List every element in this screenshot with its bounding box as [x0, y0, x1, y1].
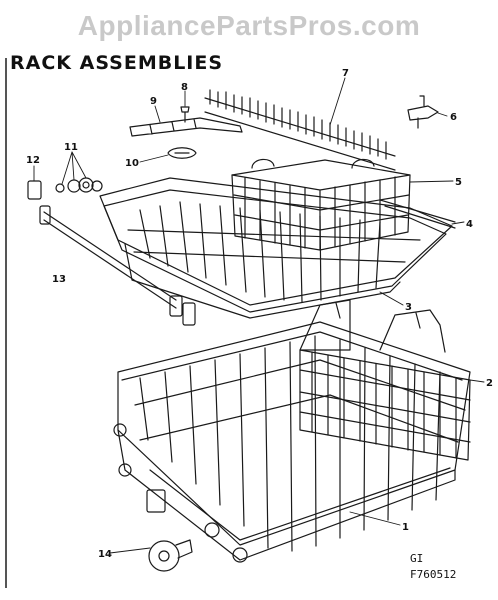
- callout-14: 14: [98, 549, 112, 560]
- part-10-pivot: [167, 147, 197, 159]
- part-1-lower-rack: [113, 321, 471, 563]
- part-13-track-rail: [39, 205, 196, 326]
- left-rule: [5, 58, 7, 588]
- callout-6: 6: [450, 112, 457, 123]
- gi-code: GI: [410, 552, 424, 565]
- part-8-screw: [180, 106, 190, 123]
- leader-lines: [33, 77, 485, 554]
- callout-3: 3: [405, 302, 412, 313]
- part-6-clip: [407, 95, 439, 129]
- part-12-end-cap: [27, 180, 42, 200]
- diagram-title: RACK ASSEMBLIES: [10, 52, 224, 74]
- part-7-tine-rail: [204, 89, 396, 171]
- part-14-roller-bracket: [146, 489, 193, 572]
- callout-7: 7: [342, 68, 349, 79]
- part-5-silverware-basket: [231, 158, 411, 251]
- part-11-wheel-assembly: [55, 177, 103, 193]
- callout-8: 8: [181, 82, 188, 93]
- figure-code: F760512: [410, 568, 457, 581]
- part-4-rack-rail: [379, 199, 456, 229]
- callout-12: 12: [26, 155, 40, 166]
- part-2-cutlery-basket: [299, 299, 471, 461]
- callout-11: 11: [64, 142, 78, 153]
- callout-5: 5: [455, 177, 462, 188]
- watermark: AppliancePartsPros.com: [77, 10, 421, 41]
- callout-13: 13: [52, 274, 66, 285]
- part-9-clip-rail: [129, 117, 243, 137]
- part-3-upper-rack: [99, 177, 453, 319]
- callout-9: 9: [150, 96, 157, 107]
- callout-4: 4: [466, 219, 473, 230]
- callout-1: 1: [402, 522, 409, 533]
- callout-2: 2: [486, 378, 493, 389]
- callout-10: 10: [125, 158, 139, 169]
- callout-numbers: 7 8 9 6 10 11 12 5 4 13 3 2 1 14: [26, 68, 493, 560]
